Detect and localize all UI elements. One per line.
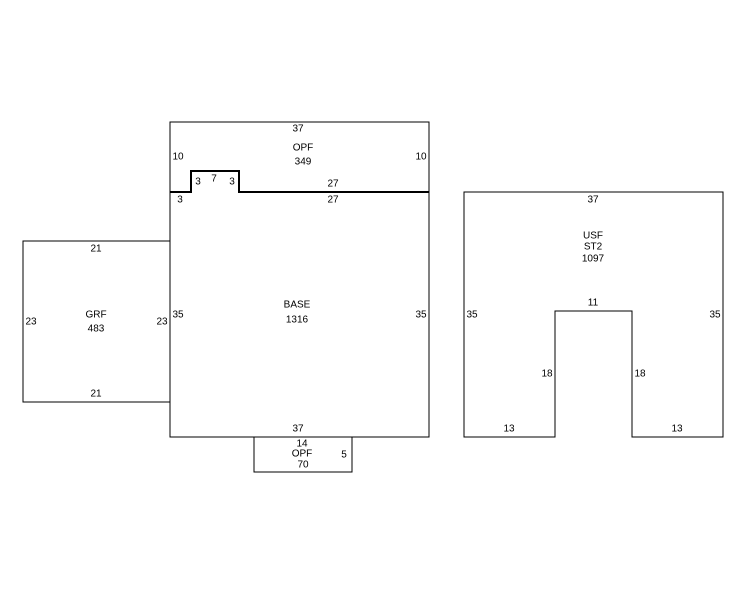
area-size: 483 [88,324,105,335]
dim-label: 35 [172,310,184,321]
dim-label: 21 [90,389,102,400]
area-size: 349 [295,157,312,168]
dim-label: 5 [341,450,347,461]
area-usf: 37 USF ST2 1097 35 35 11 18 18 13 13 [463,191,724,438]
area-size: 70 [297,460,309,471]
dim-label: 10 [415,152,427,163]
dim-label: 3 [195,177,201,188]
dim-label: 13 [503,424,515,435]
dim-label: 35 [709,310,721,321]
dim-label: 21 [90,244,102,255]
dim-label: 37 [292,424,304,435]
dim-label: 7 [211,174,217,185]
area-opf-top: 37 10 10 OPF 349 27 3 7 3 [169,121,430,192]
area-code: BASE [284,300,311,311]
dim-label: 11 [588,298,599,309]
area-code: GRF [85,310,106,321]
dim-label: 27 [327,179,339,190]
grf-outline [22,240,171,403]
area-code: OPF [293,143,314,154]
area-subcode: ST2 [584,242,603,253]
dim-label: 37 [587,195,599,206]
dim-label: 10 [172,152,184,163]
dim-label: 3 [229,177,235,188]
dim-label: 13 [671,424,683,435]
dim-label: 35 [415,310,427,321]
dim-label: 37 [292,124,304,135]
area-grf: 21 21 23 23 GRF 483 [22,240,171,403]
area-code: USF [583,231,603,242]
dim-label: 18 [634,369,646,380]
opf-bottom-outline [253,437,353,473]
opf-top-outline [169,121,430,192]
usf-outline [463,191,724,438]
dim-label: 27 [327,195,339,206]
dim-label: 35 [466,310,478,321]
base-top-edge [170,170,429,193]
dim-label: 3 [177,195,183,206]
dim-label: 14 [296,439,308,450]
dim-label: 23 [25,317,37,328]
dim-label: 23 [156,317,168,328]
area-opf-bottom: 14 OPF 70 5 [253,437,353,473]
area-base: 3 27 35 35 BASE 1316 37 [169,170,430,438]
dim-label: 18 [541,369,553,380]
area-code: OPF [292,449,313,460]
area-size: 1316 [286,315,309,326]
area-size: 1097 [582,254,605,265]
